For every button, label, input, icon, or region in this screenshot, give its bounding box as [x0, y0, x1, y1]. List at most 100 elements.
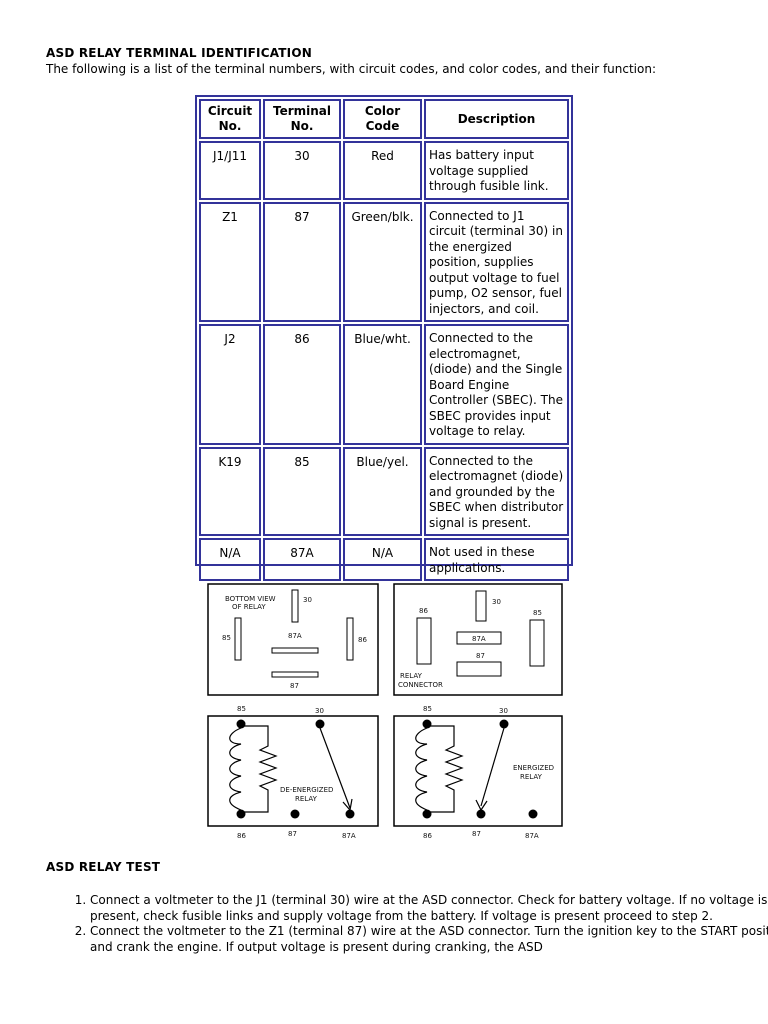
en-terminal-87a-dot	[528, 809, 538, 819]
connector-87-slot	[456, 661, 502, 677]
de-switch-arm	[319, 727, 351, 809]
rc-label-85: 85	[533, 609, 542, 617]
de-energized-label-1: DE-ENERGIZED	[280, 786, 333, 794]
en-label-87a: 87A	[525, 832, 539, 840]
cell-terminal: 85	[263, 446, 341, 536]
table-row: J2 86 Blue/wht. Connected to the electro…	[199, 324, 569, 445]
terminal-table-frame: Circuit No. Terminal No. Color Code Desc…	[195, 95, 573, 581]
bv-label-87: 87	[290, 682, 299, 690]
energized-panel: 85 30 ENERGIZED RELAY 86 87 87A	[393, 705, 563, 840]
cell-color: Blue/yel.	[343, 446, 422, 536]
cell-description: Has battery input voltage supplied throu…	[424, 141, 569, 200]
en-terminal-87-dot	[476, 809, 486, 819]
intro-text: The following is a list of the terminal …	[46, 62, 657, 76]
rc-label-87: 87	[476, 652, 485, 660]
page-title: ASD RELAY TERMINAL IDENTIFICATION	[46, 46, 312, 60]
bottom-view-label-1: BOTTOM VIEW	[225, 595, 276, 603]
de-terminal-86-dot	[236, 809, 246, 819]
relay-connector-frame	[393, 583, 563, 696]
header-color: Color Code	[343, 99, 422, 139]
table-row: J1/J11 30 Red Has battery input voltage …	[199, 141, 569, 200]
cell-color: N/A	[343, 538, 422, 581]
terminal-86-pin	[346, 617, 354, 661]
en-label-86: 86	[423, 832, 432, 840]
en-diode-icon	[427, 725, 464, 813]
header-circuit: Circuit No.	[199, 99, 261, 139]
cell-terminal: 86	[263, 324, 341, 445]
bottom-view-frame	[207, 583, 379, 696]
connector-87a-slot	[456, 631, 502, 645]
cell-description: Not used in these applications.	[424, 538, 569, 581]
rc-label-86: 86	[419, 607, 428, 615]
rc-label-30: 30	[492, 598, 501, 606]
table-header-row: Circuit No. Terminal No. Color Code Desc…	[199, 99, 569, 139]
en-label-87: 87	[472, 830, 481, 838]
en-terminal-30-dot	[499, 719, 509, 729]
table-row: N/A 87A N/A Not used in these applicatio…	[199, 538, 569, 581]
energized-frame	[393, 715, 563, 827]
de-coil-icon	[229, 727, 242, 811]
de-label-86: 86	[237, 832, 246, 840]
de-label-30: 30	[315, 707, 324, 715]
cell-terminal: 87A	[263, 538, 341, 581]
cell-color: Red	[343, 141, 422, 200]
en-terminal-85-dot	[422, 719, 432, 729]
list-item: Connect a voltmeter to the J1 (terminal …	[90, 893, 768, 924]
section-title-relay-test: ASD RELAY TEST	[46, 860, 161, 874]
cell-color: Green/blk.	[343, 201, 422, 322]
en-label-30: 30	[499, 707, 508, 715]
de-terminal-85-dot	[236, 719, 246, 729]
table-row: Z1 87 Green/blk. Connected to J1 circuit…	[199, 201, 569, 322]
rc-label-87a: 87A	[472, 635, 486, 643]
bv-label-30: 30	[303, 596, 312, 604]
de-diode-icon	[241, 725, 278, 813]
bottom-view-label-2: OF RELAY	[232, 603, 266, 611]
cell-circuit: Z1	[199, 201, 261, 322]
bv-label-86: 86	[358, 636, 367, 644]
de-label-87: 87	[288, 830, 297, 838]
cell-description: Connected to the electromagnet (diode) a…	[424, 446, 569, 536]
connector-86-slot	[416, 617, 432, 665]
cell-terminal: 87	[263, 201, 341, 322]
de-label-85: 85	[237, 705, 246, 713]
energized-label-1: ENERGIZED	[513, 764, 554, 772]
de-terminal-30-dot	[315, 719, 325, 729]
table-row: K19 85 Blue/yel. Connected to the electr…	[199, 446, 569, 536]
de-label-87a: 87A	[342, 832, 356, 840]
terminal-87-pin	[271, 671, 319, 678]
cell-circuit: N/A	[199, 538, 261, 581]
cell-circuit: J2	[199, 324, 261, 445]
relay-diagrams: BOTTOM VIEW OF RELAY 30 85 86 87A 87 30 …	[200, 578, 570, 846]
de-energized-label-2: RELAY	[295, 795, 318, 803]
en-switch-arm	[480, 727, 505, 807]
connector-85-slot	[529, 619, 545, 667]
bv-label-85: 85	[222, 634, 231, 642]
en-terminal-86-dot	[422, 809, 432, 819]
de-terminal-87a-dot	[345, 809, 355, 819]
header-description: Description	[424, 99, 569, 139]
cell-description: Connected to the electromagnet, (diode) …	[424, 324, 569, 445]
relay-connector-label-1: RELAY	[400, 672, 423, 680]
de-energized-frame	[207, 715, 379, 827]
bv-label-87a: 87A	[288, 632, 302, 640]
relay-diagram-svg: BOTTOM VIEW OF RELAY 30 85 86 87A 87 30 …	[207, 583, 563, 840]
cell-description: Connected to J1 circuit (terminal 30) in…	[424, 201, 569, 322]
terminal-85-pin	[234, 617, 242, 661]
relay-connector-label-2: CONNECTOR	[398, 681, 443, 689]
energized-label-2: RELAY	[520, 773, 543, 781]
header-terminal: Terminal No.	[263, 99, 341, 139]
terminal-87a-pin	[271, 647, 319, 654]
bottom-view-panel: BOTTOM VIEW OF RELAY 30 85 86 87A 87	[207, 583, 379, 696]
connector-30-slot	[475, 590, 487, 622]
test-steps-list: Connect a voltmeter to the J1 (terminal …	[46, 893, 768, 955]
list-item: Connect the voltmeter to the Z1 (termina…	[90, 924, 768, 955]
cell-color: Blue/wht.	[343, 324, 422, 445]
en-coil-icon	[415, 727, 428, 811]
terminal-30-pin	[291, 589, 299, 623]
cell-terminal: 30	[263, 141, 341, 200]
en-label-85: 85	[423, 705, 432, 713]
cell-circuit: J1/J11	[199, 141, 261, 200]
relay-connector-panel: 30 86 85 87A 87 RELAY CONNECTOR	[393, 583, 563, 696]
de-terminal-87-dot	[290, 809, 300, 819]
cell-circuit: K19	[199, 446, 261, 536]
